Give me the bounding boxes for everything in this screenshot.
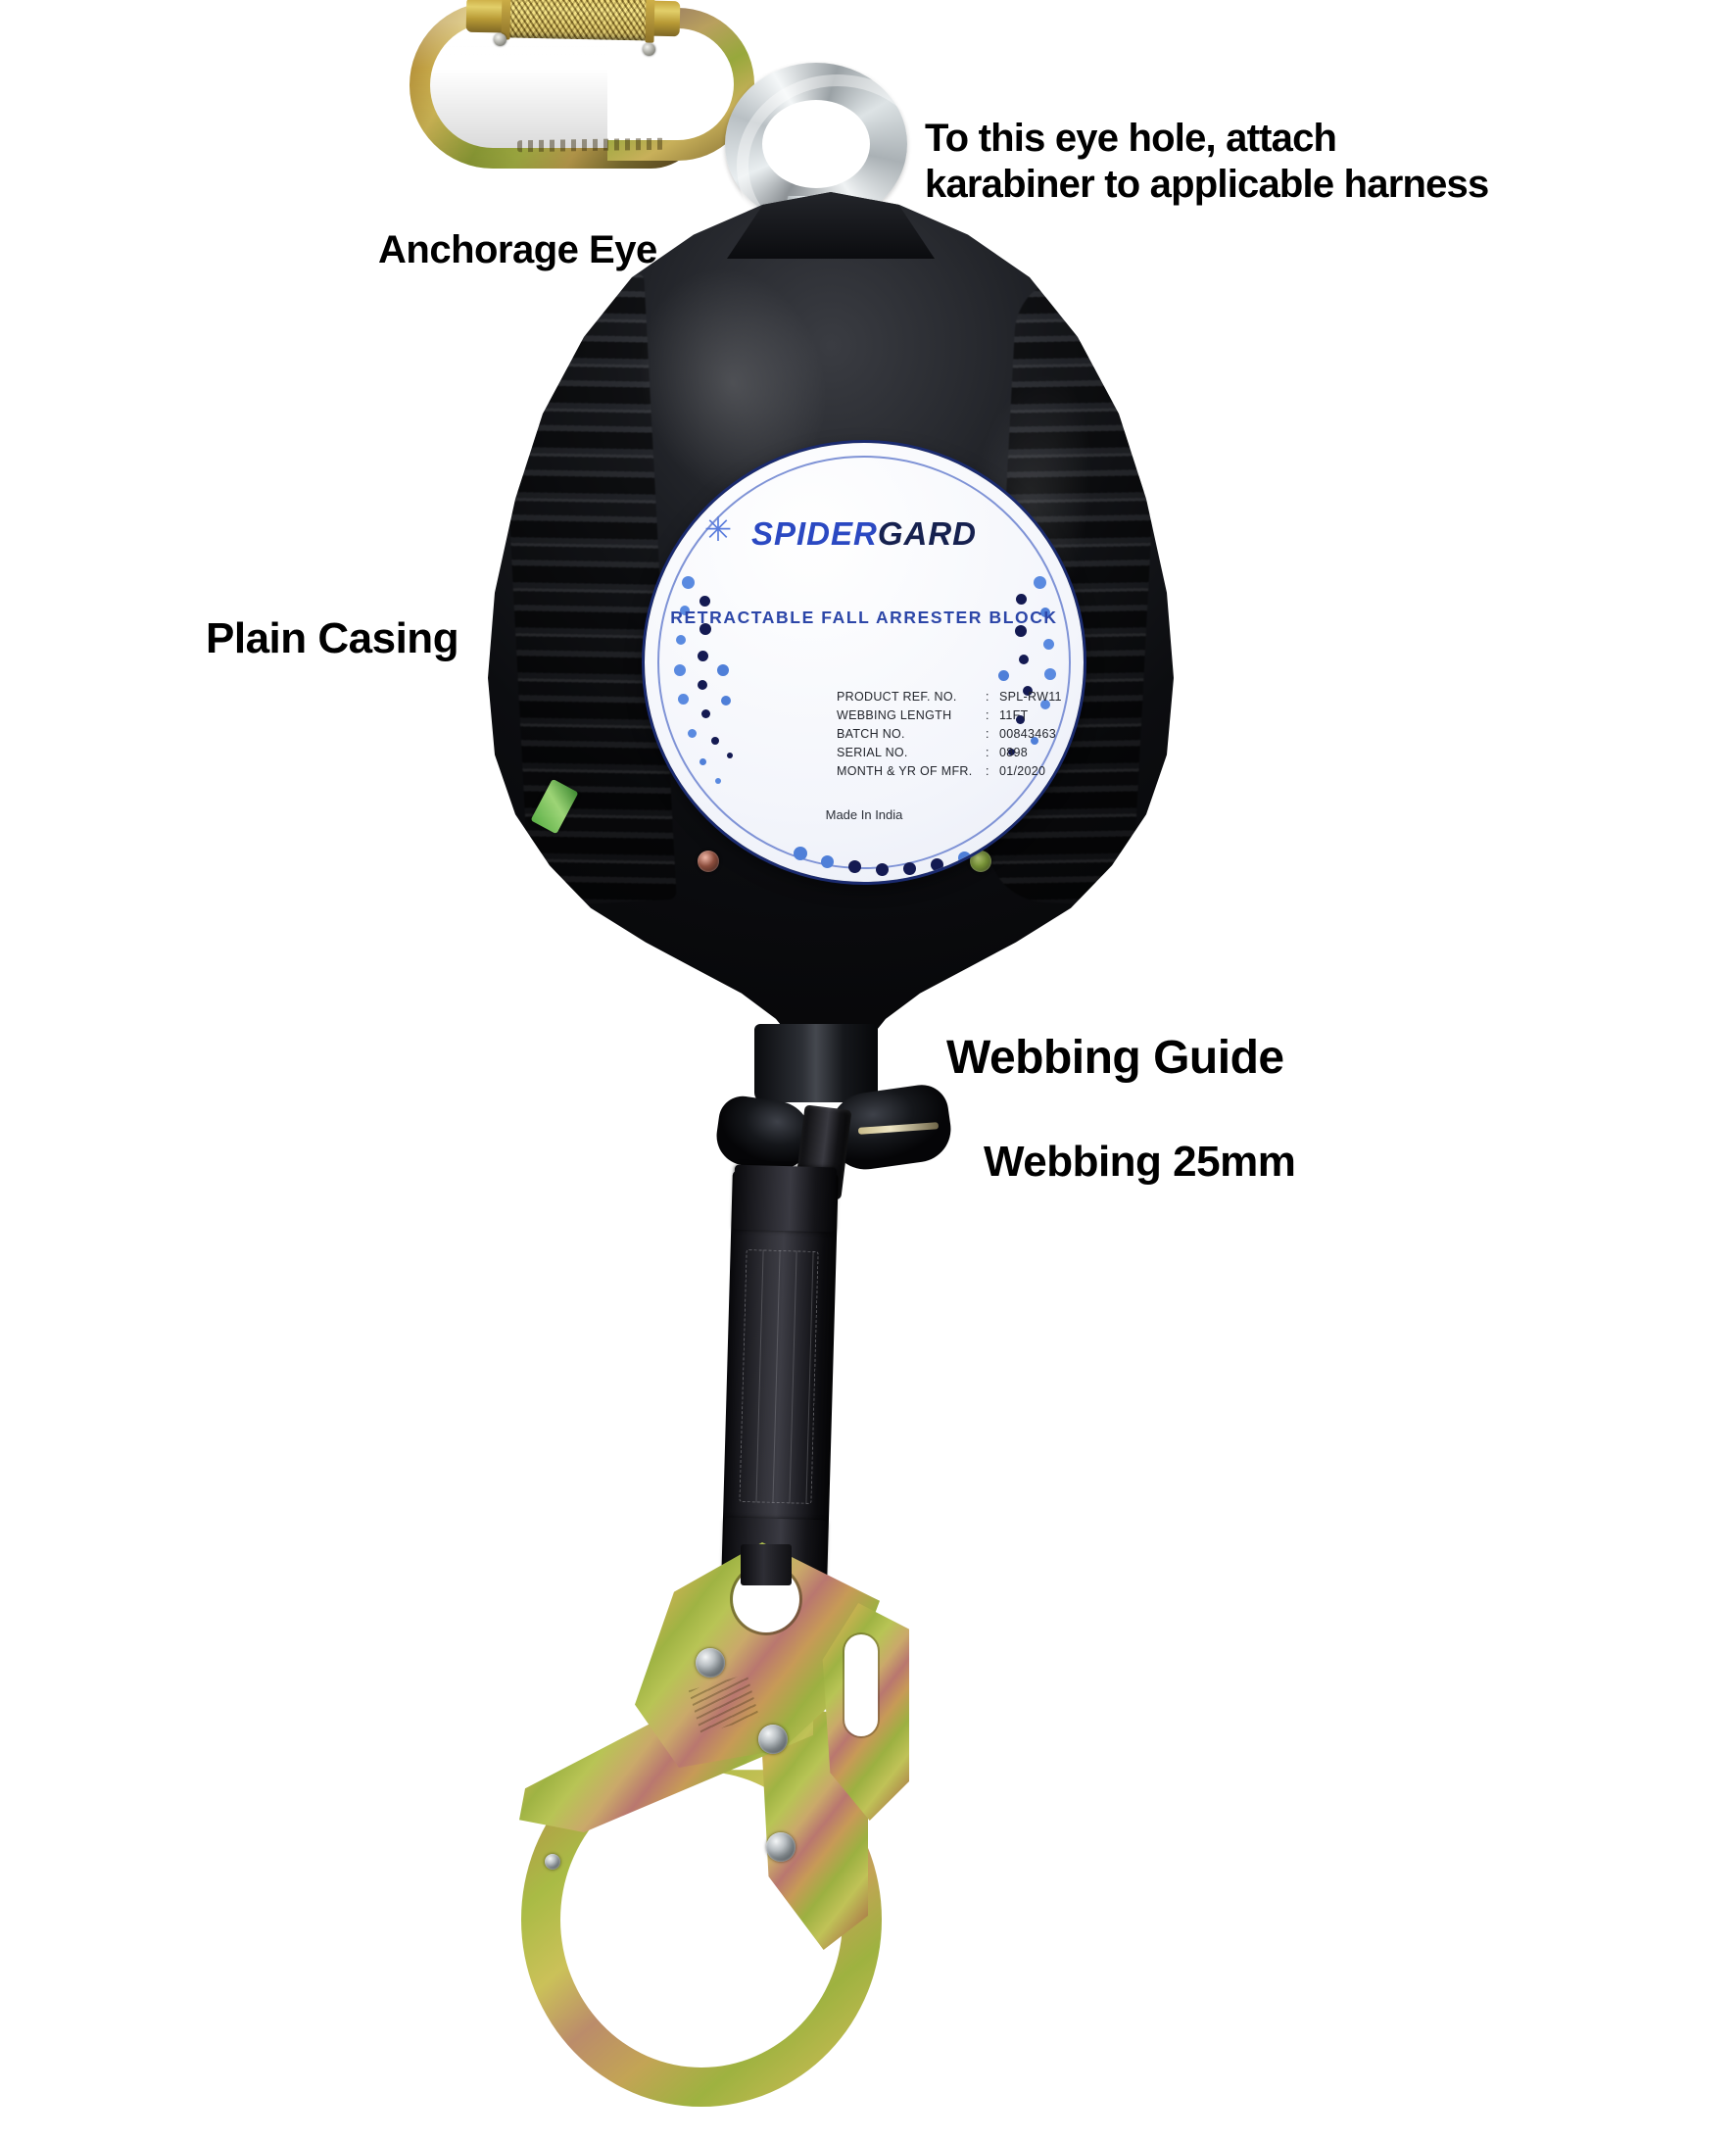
spec-key: PRODUCT REF. NO. [837,690,957,704]
spec-value: 00843463 [999,727,1057,741]
hook-rivet [766,1832,796,1862]
product-type-text: RETRACTABLE FALL ARRESTER BLOCK [670,608,1058,627]
casing-neck [754,1024,878,1102]
callout-eye-hole-line1: To this eye hole, attach [925,117,1337,160]
brand-name-primary: SPIDER [750,515,878,552]
karabiner-illustration [390,0,801,188]
callout-plain-casing: Plain Casing [206,614,459,662]
callout-anchorage-eye: Anchorage Eye [378,228,657,271]
hook-rivet [545,1854,560,1870]
spec-separator: : [986,727,989,741]
spec-value: 0898 [999,746,1029,759]
spec-key: WEBBING LENGTH [837,708,952,722]
scaffold-hook-illustration [509,1509,1019,2117]
casing-bolt [698,851,719,872]
spec-separator: : [986,708,989,722]
spider-star-icon: ✳ [703,511,733,549]
callout-eye-hole-instruction: To this eye hole, attach karabiner to ap… [925,116,1489,208]
spec-separator: : [986,764,989,778]
webbing-stitching [739,1248,819,1504]
karabiner-nose [607,8,754,161]
spec-table: PRODUCT REF. NO. : SPL-RW11 WEBBING LENG… [837,688,1062,781]
spec-row: MONTH & YR OF MFR. : 01/2020 [837,762,1062,781]
product-label: ✳ SPIDERGARD RETRACTABLE FALL ARRESTER B… [645,443,1084,882]
spec-separator: : [986,746,989,759]
spec-separator: : [986,690,989,704]
casing-bolt [970,851,991,872]
brand-name-secondary: GARD [877,515,978,552]
karabiner-locking-sleeve [501,0,655,43]
casing-shell: ✳ SPIDERGARD RETRACTABLE FALL ARRESTER B… [488,192,1174,1045]
spec-row: WEBBING LENGTH : 11FT [837,706,1062,725]
spec-value: SPL-RW11 [999,690,1062,704]
casing-bolt [995,233,1017,255]
origin-text: Made In India [825,807,903,822]
hook-rivet [696,1648,725,1678]
hook-webbing-thread [741,1544,792,1585]
karabiner-rivet [643,43,655,56]
hook-gate-slot [844,1634,878,1736]
spec-row: SERIAL NO. : 0898 [837,744,1062,762]
callout-webbing-guide: Webbing Guide [946,1032,1284,1084]
callout-webbing-size: Webbing 25mm [984,1138,1296,1186]
spec-key: MONTH & YR OF MFR. [837,764,973,778]
spec-value: 01/2020 [999,764,1046,778]
plain-casing-illustration: ✳ SPIDERGARD RETRACTABLE FALL ARRESTER B… [488,192,1174,1113]
spec-key: SERIAL NO. [837,746,908,759]
hook-rivet [758,1725,788,1754]
brand-wordmark: SPIDERGARD [645,515,1084,553]
spec-row: PRODUCT REF. NO. : SPL-RW11 [837,688,1062,706]
karabiner-rivet [494,33,506,46]
spec-value: 11FT [999,708,1029,722]
webbing-sleeve-top [733,1164,838,1233]
spec-row: BATCH NO. : 00843463 [837,725,1062,744]
callout-eye-hole-line2: karabiner to applicable harness [925,163,1489,207]
spec-key: BATCH NO. [837,727,905,741]
